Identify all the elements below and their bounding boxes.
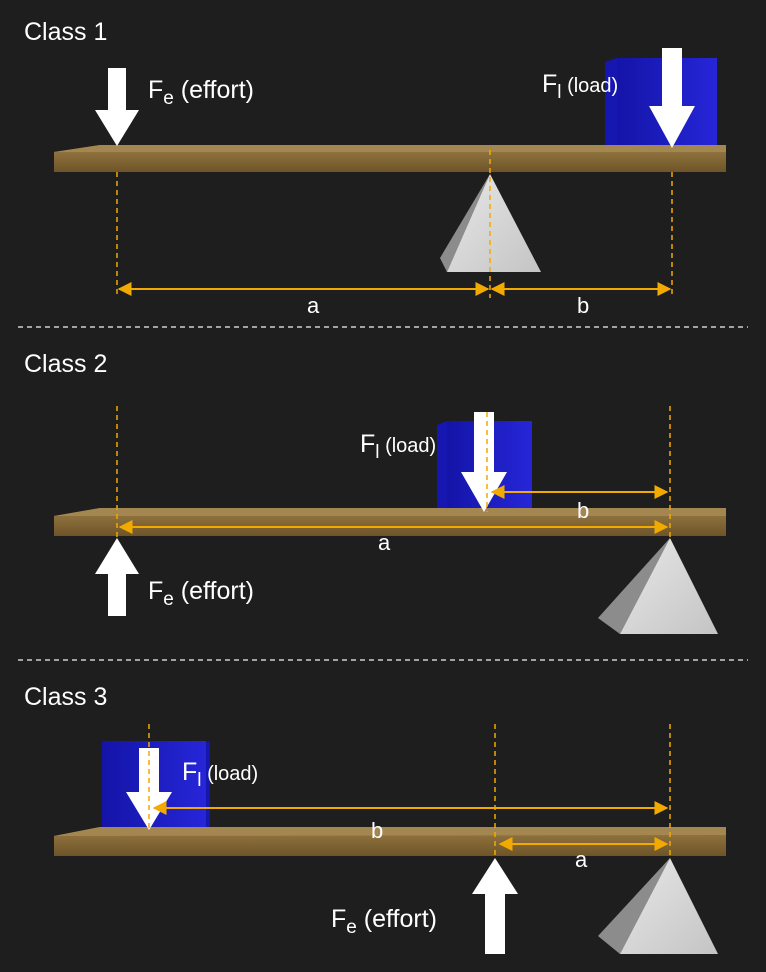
- guide-lines: [148, 724, 671, 858]
- fulcrum: [440, 174, 541, 272]
- class-1-panel: Class 1 Fe (effort) Fl: [24, 18, 726, 318]
- load-label: Fl (load): [182, 758, 258, 791]
- lever-beam: [54, 145, 726, 172]
- guide-lines: [116, 406, 671, 540]
- fulcrum: [598, 858, 718, 954]
- class-3-panel: Class 3 Fl (load) Fe (e: [24, 683, 726, 954]
- load-label: Fl (load): [360, 430, 436, 463]
- class-3-title: Class 3: [24, 683, 107, 711]
- effort-label: Fe (effort): [331, 905, 437, 938]
- dimension-b-label: b: [371, 818, 383, 843]
- arrow-down-icon: [95, 68, 139, 146]
- class-2-title: Class 2: [24, 350, 107, 378]
- dimension-b-label: b: [577, 293, 589, 318]
- arrow-up-icon: [95, 538, 139, 616]
- guide-lines: [116, 150, 673, 298]
- dimension-b-label: b: [577, 498, 589, 523]
- arrow-down-icon: [461, 412, 507, 512]
- class-2-panel: Class 2 Fl (load) Fe (e: [24, 350, 726, 634]
- effort-label: Fe (effort): [148, 577, 254, 610]
- dimension-a-label: a: [575, 847, 588, 872]
- dimension-a-label: a: [307, 293, 320, 318]
- class-1-title: Class 1: [24, 18, 107, 46]
- dimension-a-label: a: [378, 530, 391, 555]
- load-block: [605, 58, 717, 150]
- lever-beam: [54, 827, 726, 856]
- effort-label: Fe (effort): [148, 76, 254, 109]
- arrow-down-icon: [649, 48, 695, 148]
- load-label: Fl (load): [542, 70, 618, 103]
- arrow-up-icon: [472, 858, 518, 954]
- fulcrum: [598, 538, 718, 634]
